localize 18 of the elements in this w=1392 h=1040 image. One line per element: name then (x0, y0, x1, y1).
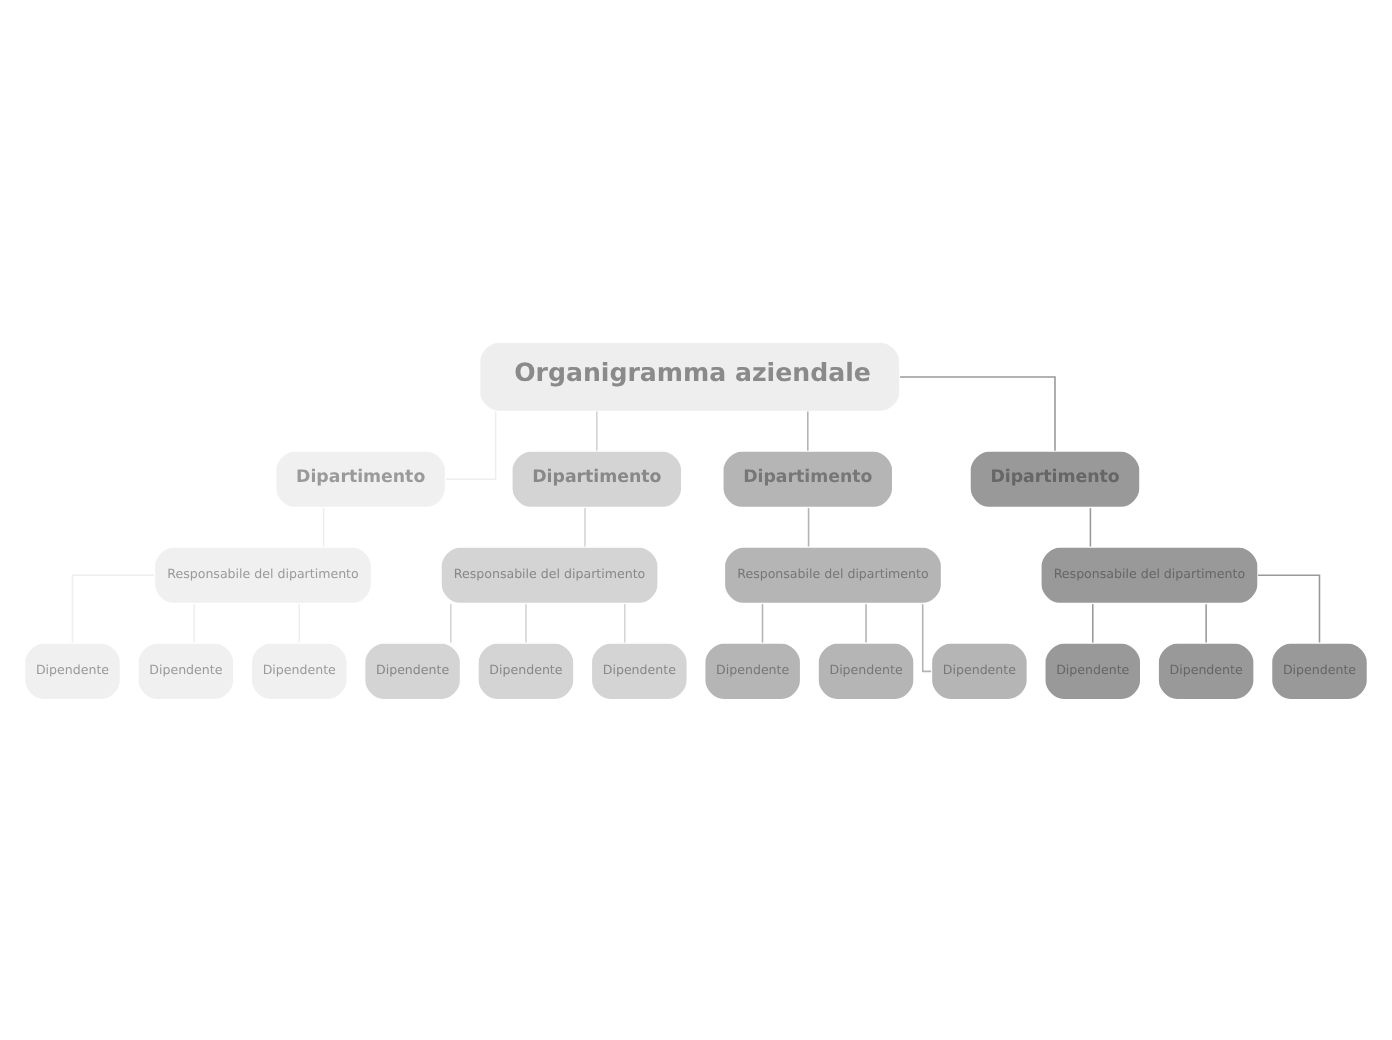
connector (921, 602, 932, 672)
connector (1092, 602, 1094, 643)
connector (1089, 506, 1092, 547)
connector (584, 506, 586, 547)
node-box: Organigramma aziendale (478, 340, 901, 412)
connector (596, 409, 598, 451)
connector (450, 602, 452, 643)
node-box: Dipartimento (722, 449, 894, 508)
connector (761, 602, 764, 643)
node-box: Dipartimento (511, 449, 683, 508)
connector (623, 602, 626, 643)
connector (525, 602, 527, 643)
connector (807, 506, 810, 547)
connector (807, 409, 809, 451)
connector (865, 602, 867, 643)
connector (1205, 602, 1207, 643)
connector (1257, 573, 1321, 643)
connector (899, 375, 1056, 451)
